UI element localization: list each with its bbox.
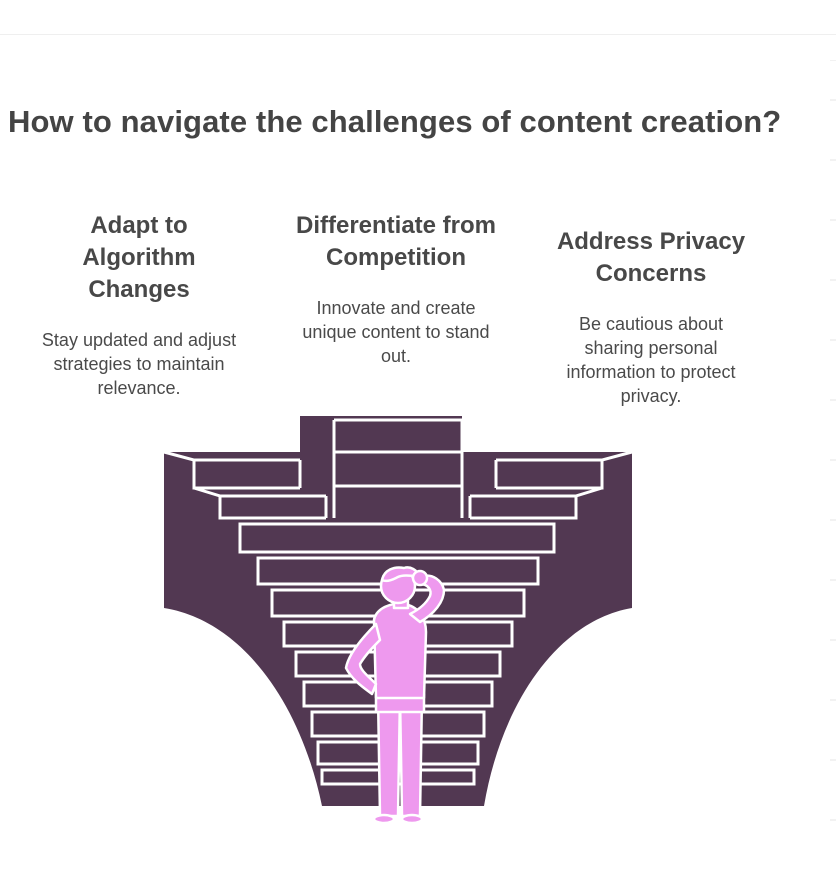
option-heading: Address Privacy Concerns xyxy=(556,228,746,287)
tower-steps xyxy=(332,418,464,518)
left-branch-steps xyxy=(163,450,328,520)
option-description: Be cautious about sharing personal infor… xyxy=(566,314,736,406)
right-branch-steps xyxy=(468,450,633,520)
staircase-illustration xyxy=(163,416,633,825)
option-differentiate-from-competition: Differentiate from Competition Innovate … xyxy=(280,210,512,368)
top-divider xyxy=(0,0,836,35)
option-address-privacy-concerns: Address Privacy Concerns Be cautious abo… xyxy=(536,226,766,408)
edge-decoration xyxy=(830,60,836,821)
option-description: Innovate and create unique content to st… xyxy=(302,298,490,366)
option-adapt-to-algorithm-changes: Adapt to Algorithm Changes Stay updated … xyxy=(22,210,256,400)
option-heading: Differentiate from Competition xyxy=(295,212,497,271)
option-description: Stay updated and adjust strategies to ma… xyxy=(41,330,237,398)
confused-person-icon xyxy=(344,566,446,825)
option-heading: Adapt to Algorithm Changes xyxy=(82,212,196,303)
page-title: How to navigate the challenges of conten… xyxy=(8,104,782,139)
